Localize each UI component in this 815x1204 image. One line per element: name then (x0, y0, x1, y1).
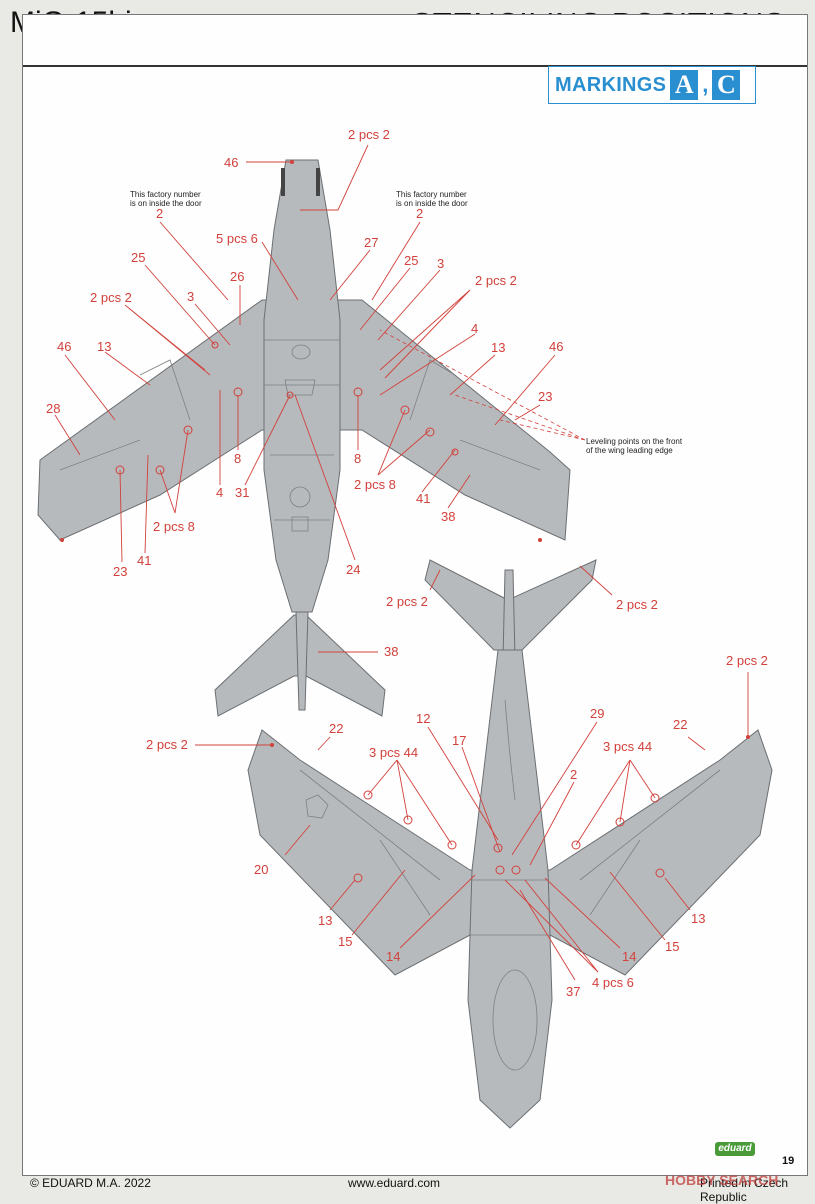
callout-8-right: 8 (354, 451, 361, 466)
callout-13-right: 13 (491, 340, 505, 355)
top-view-fin (295, 611, 309, 711)
callout-3pcs44-left: 3 pcs 44 (369, 745, 418, 760)
callout-13-left: 13 (97, 339, 111, 354)
callout-26: 26 (230, 269, 244, 284)
callout-13-right-bottom: 13 (691, 911, 705, 926)
callout-28: 28 (46, 401, 60, 416)
copyright-text: © EDUARD M.A. 2022 (30, 1176, 151, 1190)
callout-20: 20 (254, 862, 268, 877)
callout-2: 2 (570, 767, 577, 782)
marking-letter-c: C (712, 70, 741, 100)
bottom-view-aircraft (247, 559, 773, 1129)
leveling-points-leader (379, 329, 586, 441)
factory-number-note-left-1: This factory number (130, 190, 201, 199)
callout-22-left: 22 (329, 721, 343, 736)
callout-2pcs2-wingtip-left: 2 pcs 2 (146, 737, 188, 752)
instruction-sheet (22, 14, 808, 1176)
callout-2pcs2-top: 2 pcs 2 (348, 127, 390, 142)
bottom-view-fin (502, 569, 516, 661)
callout-12: 12 (416, 711, 430, 726)
callout-2pcs8-left: 2 pcs 8 (153, 519, 195, 534)
header-divider (23, 65, 807, 67)
callout-4-right: 4 (471, 321, 478, 336)
callout-17: 17 (452, 733, 466, 748)
callout-27: 27 (364, 235, 378, 250)
callout-4-left: 4 (216, 485, 223, 500)
callout-14-right: 14 (622, 949, 636, 964)
callout-3pcs44-right: 3 pcs 44 (603, 739, 652, 754)
callout-3-right: 3 (437, 256, 444, 271)
marking-letter-a: A (670, 70, 699, 100)
callout-41-left: 41 (137, 553, 151, 568)
leveling-points-note-1: Leveling points on the front (586, 437, 683, 446)
callout-14-left: 14 (386, 949, 400, 964)
callout-15-left: 15 (338, 934, 352, 949)
callout-41-right: 41 (416, 491, 430, 506)
eduard-logo: eduard (715, 1142, 755, 1156)
callout-25-right: 25 (404, 253, 418, 268)
callout-2pcs2-left: 2 pcs 2 (90, 290, 132, 305)
callout-25-left: 25 (131, 250, 145, 265)
leveling-points-note-2: of the wing leading edge (586, 446, 673, 455)
callout-5pcs6: 5 pcs 6 (216, 231, 258, 246)
callout-23-right: 23 (538, 389, 552, 404)
callout-38-right: 38 (441, 509, 455, 524)
callout-2pcs2-tail-left: 2 pcs 2 (386, 594, 428, 609)
callout-24: 24 (346, 562, 360, 577)
marking-separator: , (702, 72, 709, 97)
callout-4pcs6: 4 pcs 6 (592, 975, 634, 990)
bottom-view-fuselage (467, 649, 553, 1129)
callout-37: 37 (566, 984, 580, 999)
watermark: HOBBY SEARCH (665, 1172, 779, 1188)
callout-15-right: 15 (665, 939, 679, 954)
callout-2-left: 2 (156, 206, 163, 221)
top-view-fuselage (263, 159, 341, 613)
callout-2pcs2-wingtip-right: 2 pcs 2 (726, 653, 768, 668)
callout-3-left: 3 (187, 289, 194, 304)
callout-46-left: 46 (57, 339, 71, 354)
callout-23-left: 23 (113, 564, 127, 579)
website-text: www.eduard.com (348, 1176, 441, 1190)
callout-2pcs2-right: 2 pcs 2 (475, 273, 517, 288)
callout-22-right: 22 (673, 717, 687, 732)
markings-label: MARKINGS (555, 73, 667, 96)
callout-46-top: 46 (224, 155, 238, 170)
callout-38-tail: 38 (384, 644, 398, 659)
callout-13-left-bottom: 13 (318, 913, 332, 928)
callout-2pcs2-tail-right: 2 pcs 2 (616, 597, 658, 612)
factory-number-note-left-2: is on inside the door (130, 199, 202, 208)
factory-number-note-right-1: This factory number (396, 190, 467, 199)
page-number: 19 (782, 1155, 795, 1167)
callout-46-right: 46 (549, 339, 563, 354)
callout-8-left: 8 (234, 451, 241, 466)
bottom-view-leader-lines (195, 565, 750, 981)
factory-number-note-right-2: is on inside the door (396, 199, 468, 208)
callout-2pcs8-right: 2 pcs 8 (354, 477, 396, 492)
markings-badge: MARKINGS A , C (548, 66, 756, 104)
top-view-leader-lines (54, 144, 556, 653)
callout-2-right: 2 (416, 206, 423, 221)
callout-29: 29 (590, 706, 604, 721)
callout-31: 31 (235, 485, 249, 500)
